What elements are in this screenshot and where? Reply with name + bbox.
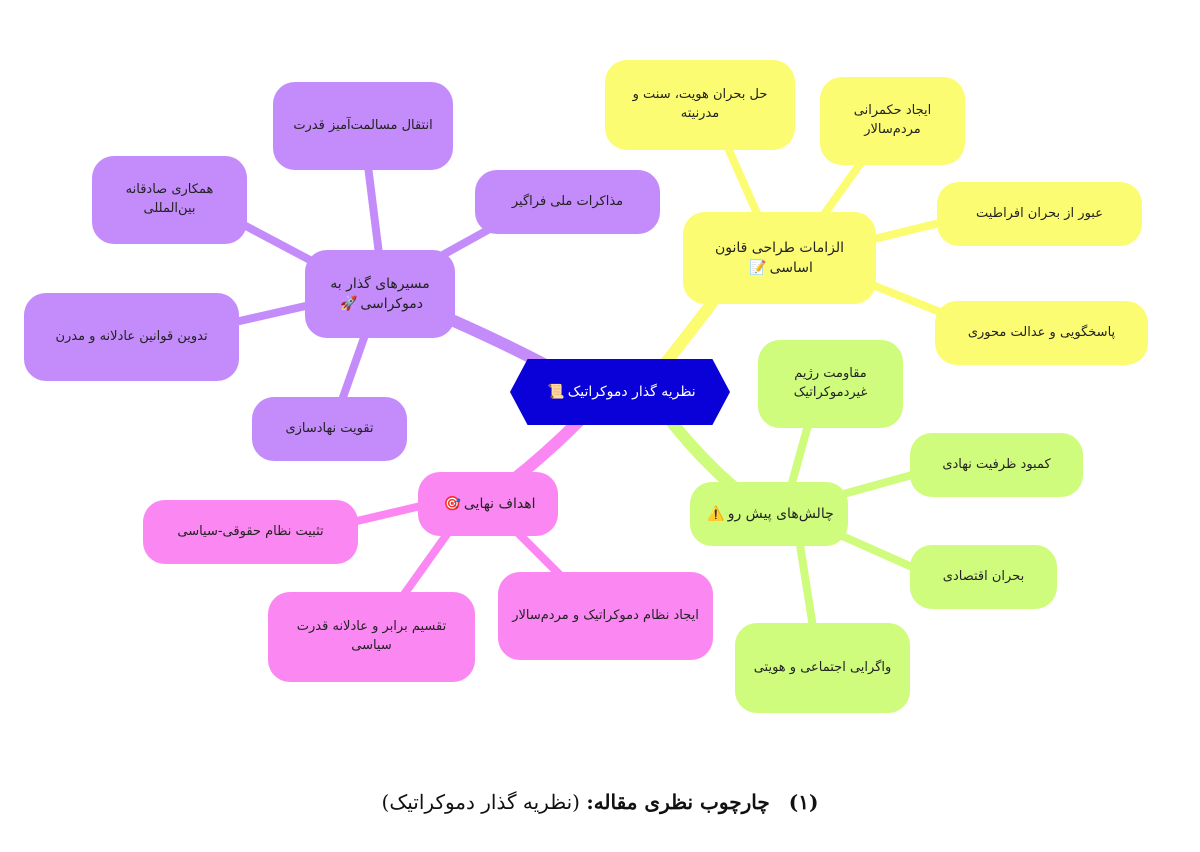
ch-child-label: بحران اقتصادی (942, 568, 1025, 584)
branch-goals-hub[interactable]: اهداف نهایی🎯 (418, 472, 558, 536)
ch-child-divergence[interactable]: واگرایی اجتماعی و هویتی (735, 623, 910, 713)
req-child-accountability[interactable]: پاسخگویی و عدالت محوری (935, 301, 1148, 365)
branch-goals-label: اهداف نهایی (463, 495, 536, 512)
paths-child-label: تقویت نهادسازی (285, 420, 374, 436)
ch-child-economy[interactable]: بحران اقتصادی (910, 545, 1057, 609)
paths-child-label: تدوین قوانین عادلانه و مدرن (55, 328, 208, 344)
paths-child-transfer[interactable]: انتقال مسالمت‌آمیز قدرت (273, 82, 453, 170)
ch-child-capacity[interactable]: کمبود ظرفیت نهادی (910, 433, 1083, 497)
goals-child-label: تقسیم برابر و عادلانه قدرت سیاسی (296, 619, 447, 653)
branch-requirements-hub[interactable]: الزامات طراحی قانون اساسی📝 (683, 212, 876, 304)
goals-child-democracy[interactable]: ایجاد نظام دموکراتیک و مردم‌سالار (498, 572, 713, 660)
warning-icon: ⚠️ (707, 505, 725, 522)
center-node[interactable]: نظریه گذار دموکراتیک 📜 (510, 359, 730, 425)
target-icon: 🎯 (443, 495, 461, 512)
ch-child-label: کمبود ظرفیت نهادی (942, 456, 1051, 472)
paths-child-label: همکاری صادقانه بین‌المللی (125, 182, 214, 216)
figure-caption: (۱) چارچوب نظری مقاله: (نظریه گذار دموکر… (0, 790, 1200, 814)
branch-paths-label: مسیرهای گذار به دموکراسی (330, 275, 430, 312)
ch-child-label: واگرایی اجتماعی و هویتی (753, 659, 892, 675)
goals-child-label: ایجاد نظام دموکراتیک و مردم‌سالار (512, 607, 699, 623)
paths-child-cooperation[interactable]: همکاری صادقانه بین‌المللی (92, 156, 247, 244)
paths-child-label: انتقال مسالمت‌آمیز قدرت (293, 117, 433, 133)
caption-bold: چارچوب نظری مقاله: (586, 790, 770, 814)
req-child-label: عبور از بحران افراطیت (976, 205, 1103, 221)
goals-child-legal[interactable]: تثبیت نظام حقوقی-سیاسی (143, 500, 358, 564)
caption-rest: (نظریه گذار دموکراتیک) (381, 790, 580, 814)
mind-map: نظریه گذار دموکراتیک 📜 مسیرهای گذار به د… (24, 60, 1148, 713)
branch-challenges-hub[interactable]: چالش‌های پیش رو⚠️ (690, 482, 848, 546)
ch-child-label: مقاومت رژیم غیردموکراتیک (793, 366, 868, 400)
goals-child-label: تثبیت نظام حقوقی-سیاسی (177, 523, 324, 539)
memo-icon: 📝 (749, 260, 767, 276)
paths-child-institutions[interactable]: تقویت نهادسازی (252, 397, 407, 461)
req-child-extremism[interactable]: عبور از بحران افراطیت (937, 182, 1142, 246)
ch-child-resistance[interactable]: مقاومت رژیم غیردموکراتیک (758, 340, 903, 428)
req-child-identity[interactable]: حل بحران هویت، سنت و مدرنیته (605, 60, 795, 150)
scroll-icon: 📜 (547, 384, 565, 400)
paths-child-label: مذاکرات ملی فراگیر (511, 193, 624, 209)
branch-challenges-label: چالش‌های پیش رو (727, 505, 834, 522)
req-child-governance[interactable]: ایجاد حکمرانی مردم‌سالار (820, 77, 965, 165)
branch-paths-hub[interactable]: مسیرهای گذار به دموکراسی🚀 (305, 250, 455, 338)
req-child-label: پاسخگویی و عدالت محوری (967, 324, 1116, 340)
paths-child-negotiation[interactable]: مذاکرات ملی فراگیر (475, 170, 660, 234)
caption-number: (۱) (788, 790, 819, 814)
edge-goals-power (396, 526, 454, 604)
center-label: نظریه گذار دموکراتیک (567, 384, 696, 400)
rocket-icon: 🚀 (339, 296, 358, 312)
req-child-label: حل بحران هویت، سنت و مدرنیته (632, 87, 768, 121)
branch-requirements-label: الزامات طراحی قانون اساسی (714, 239, 845, 276)
req-child-label: ایجاد حکمرانی مردم‌سالار (853, 103, 932, 137)
goals-child-power[interactable]: تقسیم برابر و عادلانه قدرت سیاسی (268, 592, 475, 682)
paths-child-laws[interactable]: تدوین قوانین عادلانه و مدرن (24, 293, 239, 381)
